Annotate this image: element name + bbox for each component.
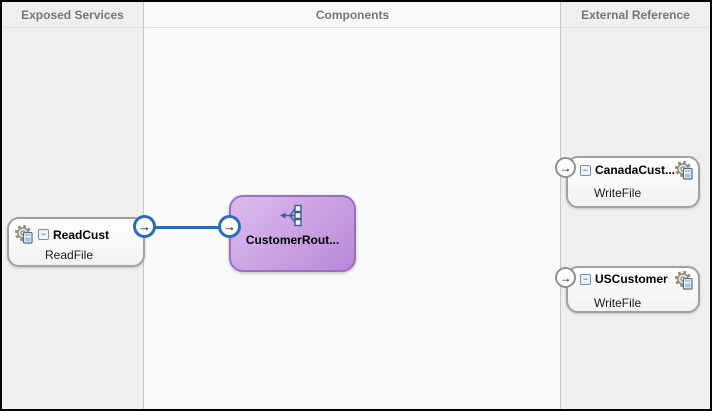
reference-detail: WriteFile [594,296,642,310]
service-node-readcust[interactable]: − ReadCust ReadFile [7,217,145,267]
collapse-toggle[interactable]: − [580,164,591,176]
lane-exposed-services: Exposed Services [2,2,144,409]
component-node-customerroute[interactable]: CustomerRout... [229,195,356,272]
reference-detail: WriteFile [594,186,642,200]
reference-input-anchor[interactable]: → [555,157,576,178]
service-name: ReadCust [53,227,110,242]
collapse-toggle[interactable]: − [580,273,591,285]
webservice-gear-icon [15,225,34,244]
webservice-gear-icon [675,271,694,290]
lane-components-header: Components [145,2,560,28]
service-detail: ReadFile [45,248,94,262]
mediator-routing-icon [279,204,306,227]
component-name: CustomerRout... [245,233,340,247]
reference-input-anchor[interactable]: → [555,267,576,288]
wire-readcust-to-mediator[interactable] [144,226,229,229]
collapse-toggle[interactable]: − [38,229,49,240]
service-output-anchor[interactable]: → [133,215,156,238]
webservice-gear-icon [675,161,694,180]
reference-name: USCustomer [595,272,668,286]
lane-exposed-services-header: Exposed Services [2,2,143,28]
lane-external-reference-header: External Reference [561,2,710,28]
reference-node-canadacust[interactable]: − CanadaCust... WriteFile [566,156,700,208]
reference-node-uscustomer[interactable]: − USCustomer WriteFile [566,266,700,313]
mediator-input-anchor[interactable]: → [218,215,241,238]
reference-name: CanadaCust... [595,163,676,177]
